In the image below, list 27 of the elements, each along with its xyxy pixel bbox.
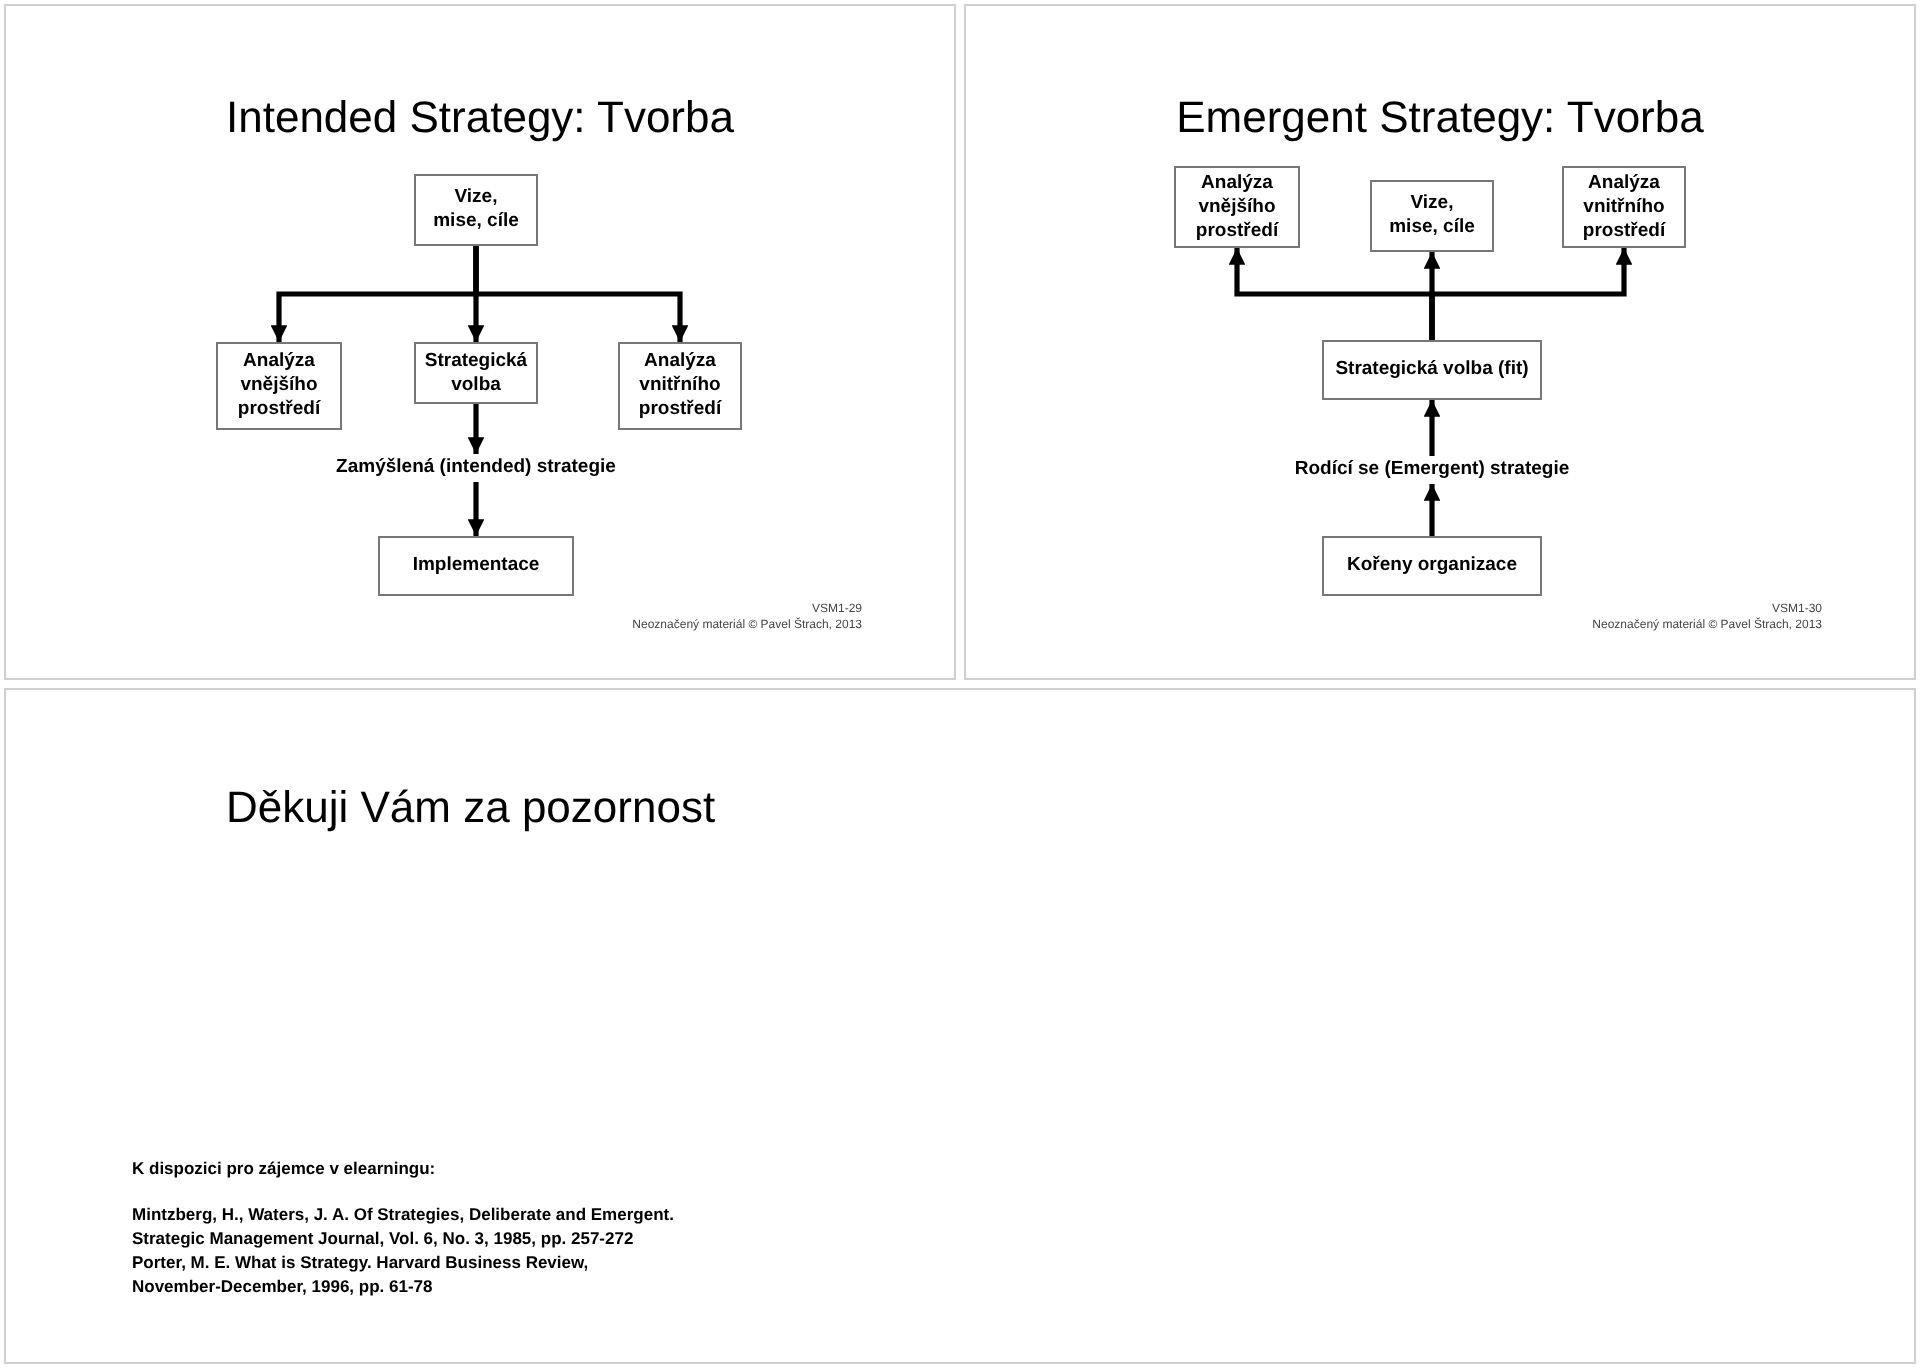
arrow [467, 482, 485, 536]
note-text: K dispozici pro zájemce v elearningu: [132, 1156, 436, 1182]
arrow [1423, 484, 1441, 536]
process-box: Implementace [378, 536, 574, 596]
slide-title: Intended Strategy: Tvorba [224, 96, 736, 140]
arrow [467, 404, 485, 454]
step-label: Zamýšlená (intended) strategie [296, 454, 656, 482]
slide-panel [4, 4, 956, 680]
reference-text: Mintzberg, H., Waters, J. A. Of Strategies, Deliberate and Emergent. Strategic Management Journal, Vol. 6, No. 3, 1985, pp. 257-272 [132, 1202, 676, 1250]
slide-title: Emergent Strategy: Tvorba [1174, 96, 1706, 140]
reference-text: Porter, M. E. What is Strategy. Harvard Business Review, November-December, 1996, pp. 61-78 [132, 1250, 591, 1298]
arrow [1429, 248, 1633, 340]
slide-title: Děkuji Vám za pozornost [226, 786, 716, 830]
process-box: Vize, mise, cíle [414, 174, 538, 246]
arrow [1423, 400, 1441, 456]
arrow [473, 246, 689, 342]
step-label: Rodící se (Emergent) strategie [1252, 456, 1612, 484]
process-box: Analýza vnějšího prostředí [216, 342, 342, 430]
process-box: Vize, mise, cíle [1370, 180, 1494, 252]
process-box: Kořeny organizace [1322, 536, 1542, 596]
process-box: Strategická volba [414, 342, 538, 404]
process-box: Analýza vnitřního prostředí [1562, 166, 1686, 248]
process-box: Analýza vnějšího prostředí [1174, 166, 1300, 248]
process-box: Analýza vnitřního prostředí [618, 342, 742, 430]
slide-panel [964, 4, 1916, 680]
process-box: Strategická volba (fit) [1322, 340, 1542, 400]
slide-panel [4, 688, 1916, 1364]
